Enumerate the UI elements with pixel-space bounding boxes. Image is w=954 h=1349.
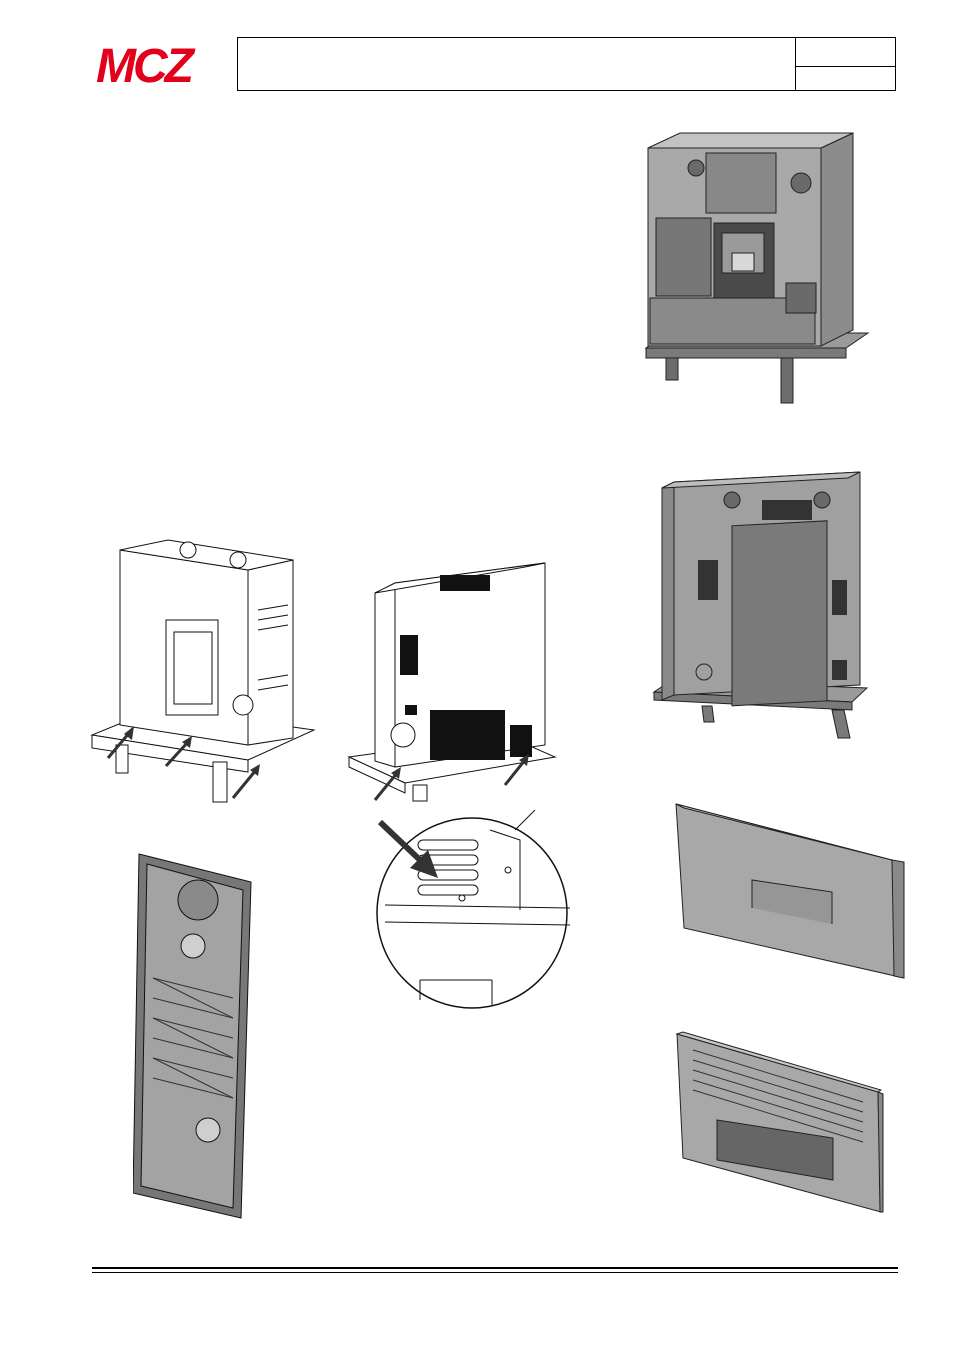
header-ref-cell-top	[796, 38, 895, 67]
header-title-cell	[238, 38, 796, 90]
stove-front-frame-pallet-figure	[88, 520, 318, 805]
header-ref-cell-bottom	[796, 67, 895, 90]
mcz-logo: MCZ	[92, 40, 238, 88]
arrow-icon	[106, 726, 260, 799]
side-panel-inside-figure	[133, 848, 258, 1223]
top-grille-panel-figure	[673, 1030, 885, 1218]
header-table	[237, 37, 896, 91]
top-panel-figure	[672, 800, 910, 982]
brand-wordmark: MCZ	[96, 40, 196, 88]
arrow-icon	[377, 819, 438, 878]
stove-front-cabinet-figure	[636, 108, 872, 408]
footer-rule	[92, 1267, 898, 1269]
arrow-icon	[373, 754, 529, 801]
detail-magnifier-figure	[370, 810, 580, 1015]
stove-rear-cabinet-figure	[652, 460, 874, 746]
footer-rule-thin	[92, 1272, 898, 1273]
stove-rear-frame-pallet-figure	[345, 545, 560, 805]
